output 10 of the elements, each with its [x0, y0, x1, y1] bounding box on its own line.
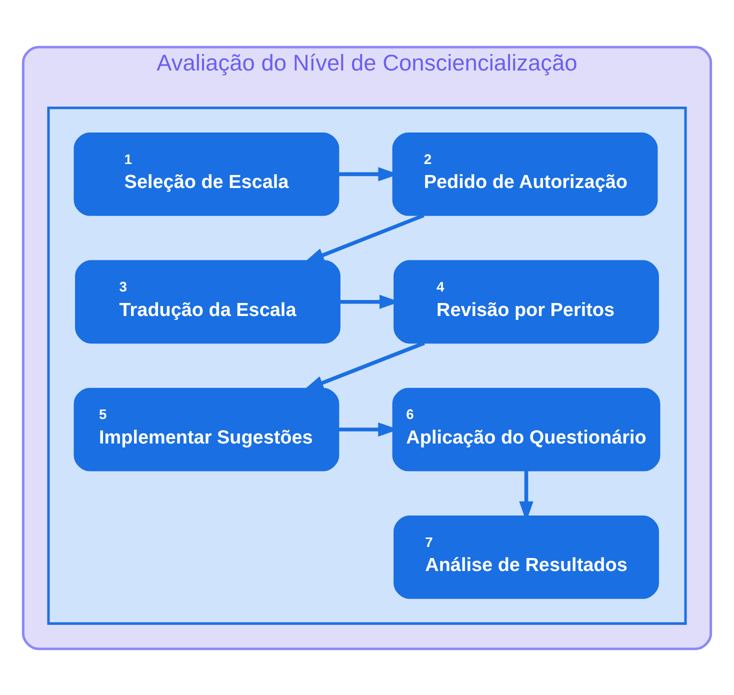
node-box: 4 Revisão por Peritos [394, 260, 659, 344]
arrow [303, 340, 425, 390]
node-box: 6 Aplicação do Questionário [392, 387, 660, 471]
node-box: 3 Tradução da Escala [75, 260, 340, 344]
cluster [47, 106, 687, 624]
node-box: 5 Implementar Sugestões [74, 387, 340, 471]
node-box: 2 Pedido de Autorização [392, 132, 658, 216]
node-box: 1 Seleção de Escala [74, 132, 340, 216]
node-box: 7 Análise de Resultados [394, 514, 659, 598]
arrow [304, 213, 424, 262]
